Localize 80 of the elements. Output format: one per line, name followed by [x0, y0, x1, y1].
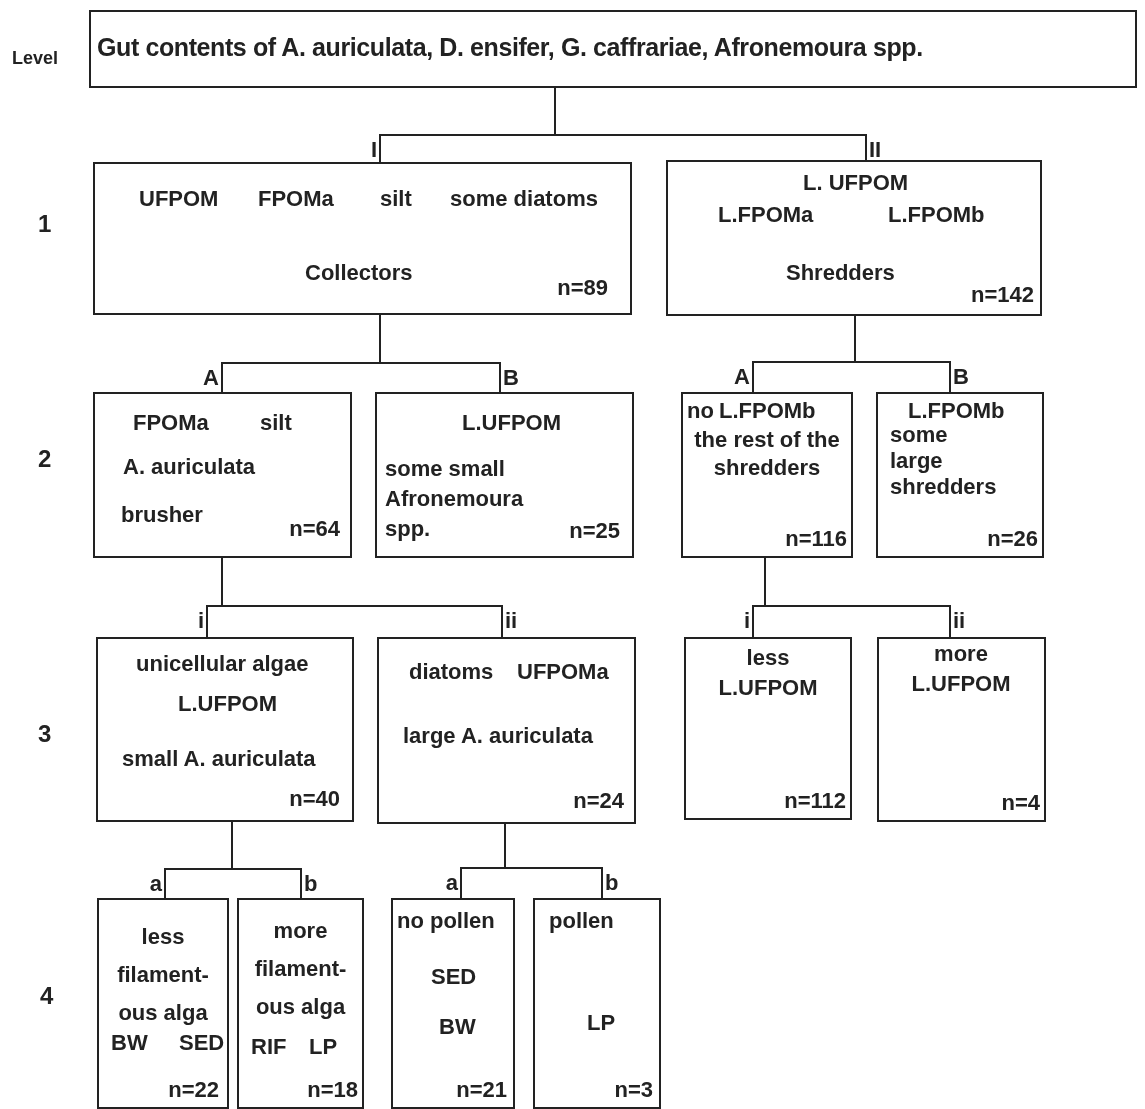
- node-text: Shredders: [786, 259, 895, 287]
- node-text: L. UFPOM: [803, 169, 909, 197]
- node-text: L.UFPOM: [178, 690, 277, 718]
- node-text: less filament- ous alga: [116, 923, 210, 1027]
- root-box: [89, 10, 1137, 88]
- connector-line: [231, 821, 302, 899]
- node-text: Gut contents of A. auriculata, D. ensifer, G. caffrariae, Afronemoura spp.: [97, 32, 923, 62]
- node-text: n=24: [573, 787, 624, 815]
- category-box: [237, 898, 364, 1109]
- node-text: BW: [439, 1013, 476, 1041]
- node-text: LP: [587, 1009, 616, 1037]
- connector-line: [379, 314, 501, 393]
- node-text: more L.UFPOM: [910, 640, 1012, 698]
- node-text: pollen: [549, 907, 614, 935]
- node-text: the rest of the shredders: [693, 426, 841, 482]
- category-box: [96, 637, 354, 822]
- category-box: [876, 392, 1044, 558]
- category-box: [666, 160, 1042, 316]
- node-text: L.FPOMb: [908, 397, 1005, 425]
- category-box: [533, 898, 661, 1109]
- node-text: silt: [380, 185, 412, 213]
- node-text: less L.UFPOM: [717, 644, 819, 702]
- node-text: L.FPOMb: [719, 397, 816, 425]
- node-text: n=4: [1001, 789, 1040, 817]
- category-box: [681, 392, 853, 558]
- node-text: UFPOM: [139, 185, 219, 213]
- level-label: 1: [38, 210, 52, 238]
- node-text: diatoms: [409, 658, 494, 686]
- node-text: FPOMa: [258, 185, 334, 213]
- node-text: n=18: [307, 1076, 358, 1104]
- node-text: some small Afronemoura spp.: [385, 455, 525, 543]
- node-text: n=25: [569, 517, 620, 545]
- category-box: [97, 898, 229, 1109]
- node-text: SED: [179, 1029, 225, 1057]
- node-text: no: [687, 397, 714, 425]
- node-text: small A. auriculata: [122, 745, 316, 773]
- node-text: brusher: [121, 501, 203, 529]
- node-text: more filament- ous alga: [253, 917, 348, 1021]
- node-text: n=22: [168, 1076, 219, 1104]
- node-text: L.UFPOM: [462, 409, 561, 437]
- node-text: UFPOMa: [517, 658, 609, 686]
- node-text: LP: [309, 1033, 338, 1061]
- node-text: A. auriculata: [123, 453, 256, 481]
- node-text: n=142: [971, 281, 1034, 309]
- node-text: some large shredders: [890, 422, 998, 500]
- node-text: L.FPOMb: [888, 201, 985, 229]
- node-text: silt: [260, 409, 292, 437]
- node-text: n=40: [289, 785, 340, 813]
- node-text: SED: [431, 963, 477, 991]
- node-text: unicellular algae: [136, 650, 309, 678]
- node-text: Collectors: [305, 259, 413, 287]
- node-text: FPOMa: [133, 409, 209, 437]
- connector-line: [764, 557, 951, 638]
- connector-line: [504, 823, 603, 899]
- node-text: n=3: [614, 1076, 653, 1104]
- category-box: [684, 637, 852, 820]
- node-text: no pollen: [397, 907, 495, 935]
- node-text: n=21: [456, 1076, 507, 1104]
- category-box: [877, 637, 1046, 822]
- category-box: [377, 637, 636, 824]
- node-text: n=112: [784, 787, 846, 815]
- category-box: [93, 162, 632, 315]
- node-text: n=116: [785, 525, 847, 553]
- level-label: 4: [40, 982, 54, 1010]
- node-text: L.FPOMa: [718, 201, 814, 229]
- level-label: 3: [38, 720, 52, 748]
- node-text: n=89: [557, 274, 608, 302]
- node-text: n=64: [289, 515, 340, 543]
- category-box: [375, 392, 634, 558]
- category-box: [93, 392, 352, 558]
- connector-line: [221, 557, 503, 638]
- category-box: [391, 898, 515, 1109]
- node-text: n=26: [987, 525, 1038, 553]
- node-text: some diatoms: [450, 185, 598, 213]
- node-text: RIF: [251, 1033, 287, 1061]
- node-text: large A. auriculata: [403, 722, 593, 750]
- level-label: Level: [12, 48, 59, 69]
- connector-line: [854, 315, 951, 393]
- level-label: 2: [38, 445, 52, 473]
- node-text: BW: [111, 1029, 148, 1057]
